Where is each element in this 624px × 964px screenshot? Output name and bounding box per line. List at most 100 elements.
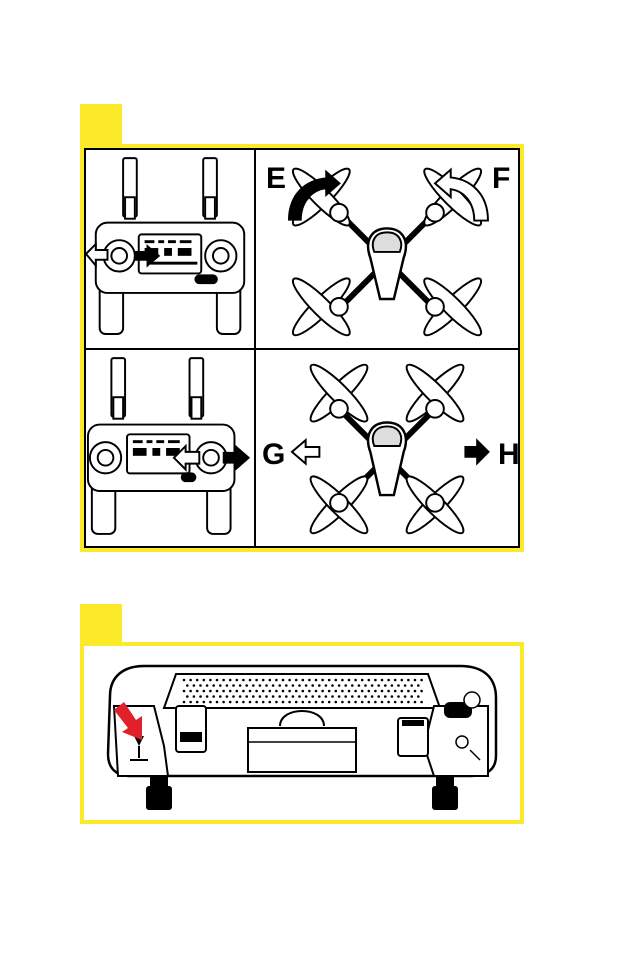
cell-drone-rotate: E F xyxy=(254,148,520,350)
grille-dot xyxy=(315,679,318,682)
grille-dot xyxy=(249,690,252,693)
grille-dot xyxy=(222,679,225,682)
grille-dot xyxy=(394,679,397,682)
grille-dot xyxy=(394,701,397,704)
grille-dot xyxy=(209,701,212,704)
grille-dot xyxy=(311,684,314,687)
grille-dot xyxy=(325,684,328,687)
grille-dot xyxy=(288,701,291,704)
grille-dot xyxy=(203,679,206,682)
grille-dot xyxy=(417,684,420,687)
grille-dot xyxy=(318,695,321,698)
grille-dot xyxy=(335,690,338,693)
grille-dot xyxy=(407,679,410,682)
grille-dot xyxy=(414,690,417,693)
grille-dot xyxy=(242,679,245,682)
grille-dot xyxy=(262,690,265,693)
grille-dot xyxy=(341,679,344,682)
grille-dot xyxy=(226,684,229,687)
grille-dot xyxy=(186,695,189,698)
grille-dot xyxy=(315,701,318,704)
grille-dot xyxy=(417,695,420,698)
grille-dot xyxy=(229,690,232,693)
cell-remote-left-stick xyxy=(84,148,256,350)
label-h: H xyxy=(498,440,520,470)
grille-dot xyxy=(275,690,278,693)
grille-dot xyxy=(206,684,209,687)
grille-dot xyxy=(397,695,400,698)
grille-dot xyxy=(212,684,215,687)
grille-dot xyxy=(219,684,222,687)
grille-dot xyxy=(203,701,206,704)
grille-dot xyxy=(315,690,318,693)
grille-dot xyxy=(341,690,344,693)
label-f: F xyxy=(492,164,510,194)
grille-dot xyxy=(282,679,285,682)
grille-dot xyxy=(381,690,384,693)
grille-dot xyxy=(348,679,351,682)
grille-dot xyxy=(229,701,232,704)
grille-dot xyxy=(216,701,219,704)
grille-dot xyxy=(262,701,265,704)
grille-dot xyxy=(391,695,394,698)
grille-dot xyxy=(193,684,196,687)
grille-dot xyxy=(368,679,371,682)
grille-dot xyxy=(212,695,215,698)
grille-dot xyxy=(387,679,390,682)
grille-dot xyxy=(196,679,199,682)
grille-dot xyxy=(410,695,413,698)
grille-dot xyxy=(358,695,361,698)
grille-dot xyxy=(328,679,331,682)
grille-dot xyxy=(321,690,324,693)
cell-remote-right-stick xyxy=(84,348,256,548)
grille-dot xyxy=(259,684,262,687)
right-arrow-icon xyxy=(464,438,489,465)
grille-dot xyxy=(302,701,305,704)
grille-dot xyxy=(410,684,413,687)
grille-dot xyxy=(278,684,281,687)
grille-dot xyxy=(368,701,371,704)
grille-dot xyxy=(302,679,305,682)
grille-dot xyxy=(295,679,298,682)
grille-dot xyxy=(371,695,374,698)
grille-dot xyxy=(183,690,186,693)
grille-dot xyxy=(381,701,384,704)
grille-dot xyxy=(265,684,268,687)
grille-dot xyxy=(361,690,364,693)
grille-dot xyxy=(199,695,202,698)
grille-dot xyxy=(321,679,324,682)
grille-dot xyxy=(344,695,347,698)
grille-dot xyxy=(292,684,295,687)
grille-dot xyxy=(216,679,219,682)
grille-dot xyxy=(292,695,295,698)
grille-dot xyxy=(341,701,344,704)
grille-dot xyxy=(288,679,291,682)
grille-dot xyxy=(377,684,380,687)
grille-dot xyxy=(216,690,219,693)
grille-dot xyxy=(239,684,242,687)
grille-dot xyxy=(278,695,281,698)
grille-dot xyxy=(269,701,272,704)
section2-frame xyxy=(80,642,524,824)
grille-dot xyxy=(361,701,364,704)
grille-dot xyxy=(245,695,248,698)
grille-dot xyxy=(282,701,285,704)
grille-dot xyxy=(321,701,324,704)
grille-dot xyxy=(275,679,278,682)
grille-dot xyxy=(189,701,192,704)
grille-dot xyxy=(407,701,410,704)
grille-dot xyxy=(232,684,235,687)
grille-dot xyxy=(259,695,262,698)
grille-dot xyxy=(358,684,361,687)
grille-dot xyxy=(391,684,394,687)
remote-controller-icon xyxy=(86,350,254,546)
grille-dot xyxy=(368,690,371,693)
grille-dot xyxy=(183,701,186,704)
grille-dot xyxy=(285,695,288,698)
grille-dot xyxy=(401,690,404,693)
grille-dot xyxy=(344,684,347,687)
grille-dot xyxy=(354,679,357,682)
cell-drone-sideways: G H xyxy=(254,348,520,548)
grille-dot xyxy=(249,701,252,704)
grille-dot xyxy=(282,690,285,693)
